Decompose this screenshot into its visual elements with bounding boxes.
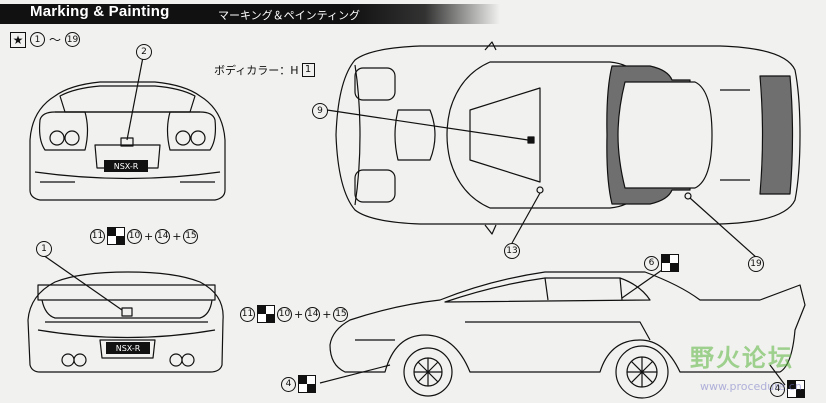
star-icon: ★ <box>10 31 26 48</box>
decal-14-rear: 14 <box>305 306 321 322</box>
step-range: ★ 1 ～ 19 <box>10 31 81 48</box>
callout-2: 2 <box>136 44 152 60</box>
body-color-label: ボディカラー：H 1 <box>214 62 315 78</box>
side-decal-6: 6 <box>644 254 679 272</box>
header-bar <box>0 4 500 24</box>
callout-19: 19 <box>748 256 764 272</box>
section-title: Marking & Painting <box>30 3 170 20</box>
callout-13: 13 <box>504 243 520 259</box>
range-separator: ～ <box>49 33 62 47</box>
decal-10-rear: 10 <box>277 306 292 322</box>
decal-15-front: 15 <box>183 228 199 244</box>
decal-10-front: 10 <box>127 228 142 244</box>
decal-15-rear: 15 <box>333 306 349 322</box>
decal-14-front: 14 <box>155 228 171 244</box>
rear-decal-set: 11 10 + 14 + 15 <box>240 305 349 323</box>
rear-plate: NSX-R <box>106 342 150 354</box>
section-subtitle: マーキング＆ペインティング <box>218 9 361 22</box>
top-view <box>326 41 801 259</box>
callout-9: 9 <box>312 103 328 119</box>
side-view <box>319 262 806 399</box>
watermark-text: 野火论坛 <box>690 344 794 372</box>
front-view <box>29 56 226 201</box>
checker-flag-icon <box>257 305 275 323</box>
front-plate: NSX-R <box>104 160 148 172</box>
side-decal-4-left: 4 <box>281 375 316 393</box>
callout-1: 1 <box>36 241 52 257</box>
watermark-url: www.procedure.cn <box>700 380 802 393</box>
body-color-code: 1 <box>301 63 315 77</box>
step-from: 1 <box>30 32 45 47</box>
decal-11-front: 11 <box>90 228 105 244</box>
rear-view <box>27 254 224 373</box>
checker-flag-icon <box>107 227 125 245</box>
decal-11-rear: 11 <box>240 306 255 322</box>
side-decal-4-right: 4 <box>770 380 805 398</box>
front-decal-set: 11 10 + 14 + 15 <box>90 227 199 245</box>
body-color-text: ボディカラー：H <box>214 64 299 77</box>
section-header: Marking & Painting マーキング＆ペインティング <box>0 0 826 28</box>
checker-flag-icon <box>787 380 805 398</box>
checker-flag-icon <box>298 375 316 393</box>
checker-flag-icon <box>661 254 679 272</box>
step-to: 19 <box>65 32 81 47</box>
